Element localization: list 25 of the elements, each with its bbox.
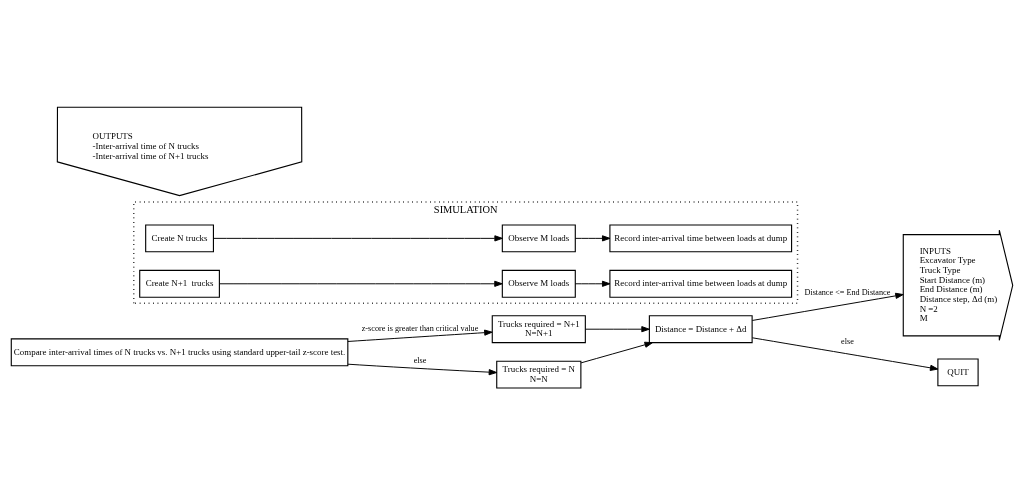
edge-label: z-score is greater than critical value: [361, 323, 479, 333]
node-box: Observe M loads: [501, 224, 576, 253]
arrow: [219, 280, 503, 287]
arrow: [347, 329, 493, 342]
node-box: QUIT: [937, 358, 979, 387]
node-box: Distance = Distance + Δd: [648, 315, 753, 344]
arrow: [213, 235, 503, 242]
arrow: [751, 337, 939, 371]
node-box: Record inter-arrival time between loads at dump: [609, 224, 793, 253]
node-box: Create N trucks: [145, 224, 214, 253]
node-box: Create N+1 trucks: [139, 269, 220, 298]
node-box: Trucks required = N+1 N=N+1: [491, 315, 586, 344]
arrow: [585, 326, 650, 333]
arrow: [580, 341, 653, 364]
edge-label: else: [841, 336, 854, 346]
edge-label: Distance <= End Distance: [804, 287, 891, 297]
arrow: [751, 292, 904, 321]
node-box: Record inter-arrival time between loads at dump: [609, 269, 793, 298]
arrow: [574, 280, 611, 287]
node-box: Compare inter-arrival times of N trucks vs. N+1 trucks using standard upper-tail z-score test.: [10, 338, 349, 367]
node-box: Observe M loads: [501, 269, 576, 298]
arrow: [574, 235, 611, 242]
edge-label: else: [413, 355, 427, 365]
arrow: [347, 363, 498, 376]
node-box: Trucks required = N N=N: [496, 360, 582, 389]
